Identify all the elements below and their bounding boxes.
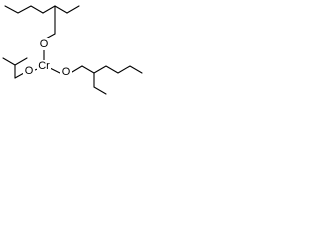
bond-top-ethyl-2	[66, 5, 80, 14]
atom-o-top: O	[40, 38, 49, 50]
bond-bottom-butyl	[93, 65, 143, 74]
atom-o-right: O	[62, 66, 71, 78]
structure-drawing: O O Cr O	[2, 5, 143, 95]
atom-o-left: O	[25, 65, 34, 77]
bond-bottom-ch	[81, 65, 95, 74]
atom-cr: Cr	[38, 60, 50, 72]
bond-isopropyl-o	[14, 72, 25, 79]
bond-top-ethyl-1	[54, 5, 68, 14]
bond-cr-oright	[49, 67, 61, 74]
bond-oright-ch2	[71, 65, 83, 73]
bond-top-branch	[42, 5, 56, 14]
bond-bottom-ethyl-2	[93, 86, 107, 95]
structure-diagram: O O Cr O	[0, 0, 171, 102]
bond-top-butyl	[4, 5, 44, 14]
bond-isopropyl	[2, 57, 28, 66]
